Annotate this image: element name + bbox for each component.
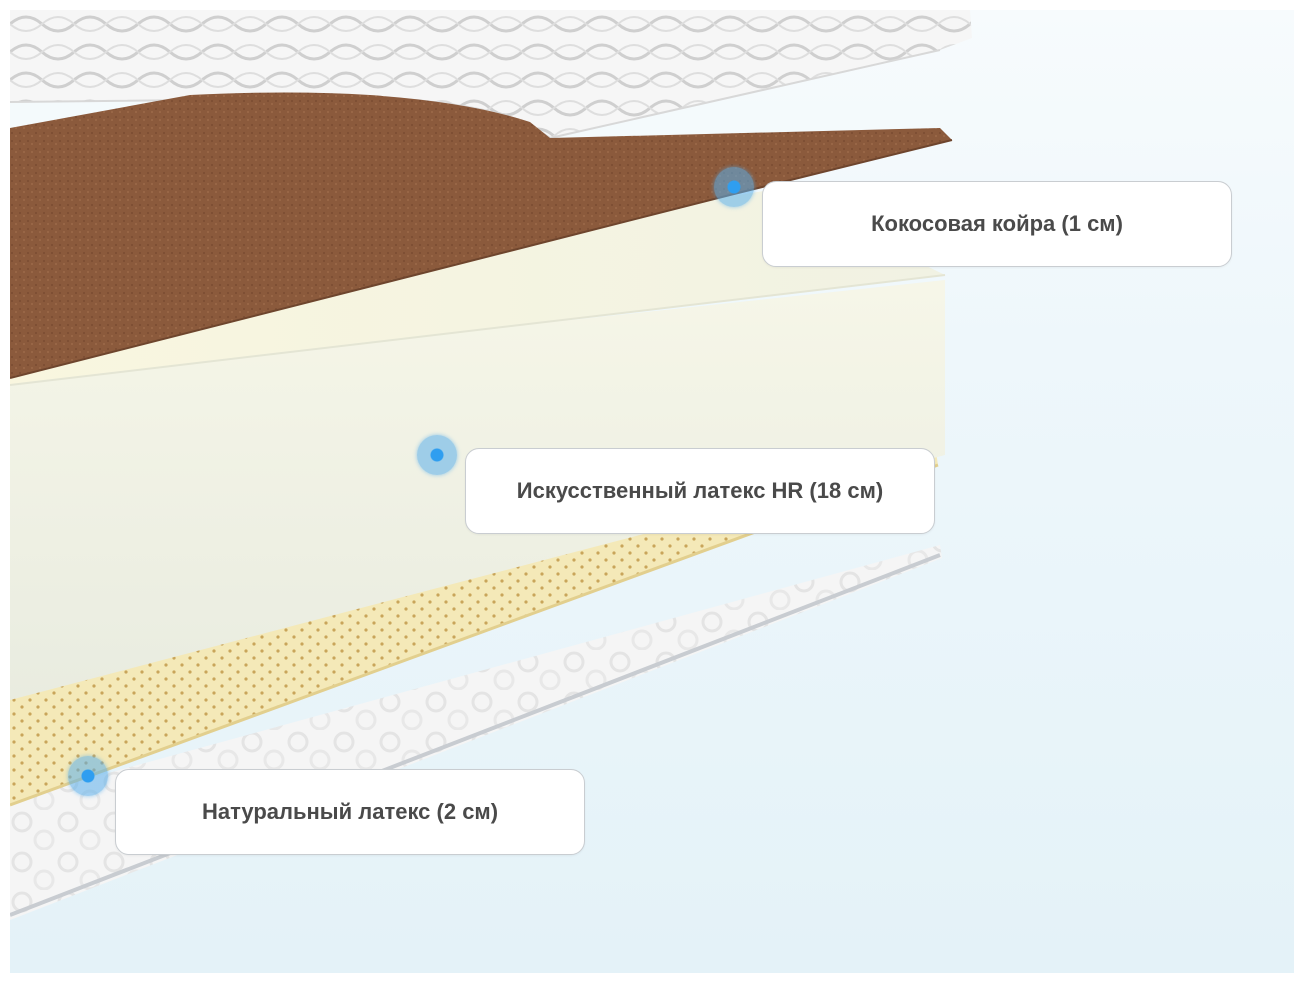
hotspot-natural-latex[interactable] — [68, 756, 108, 796]
label-coconut-coir: Кокосовая койра (1 см) — [762, 181, 1232, 267]
mattress-illustration: Кокосовая койра (1 см) Искусственный лат… — [10, 10, 1294, 973]
label-natural-latex: Натуральный латекс (2 см) — [115, 769, 585, 855]
label-hr-foam: Искусственный латекс HR (18 см) — [465, 448, 935, 534]
hotspot-coconut[interactable] — [714, 167, 754, 207]
hotspot-hr-foam[interactable] — [417, 435, 457, 475]
